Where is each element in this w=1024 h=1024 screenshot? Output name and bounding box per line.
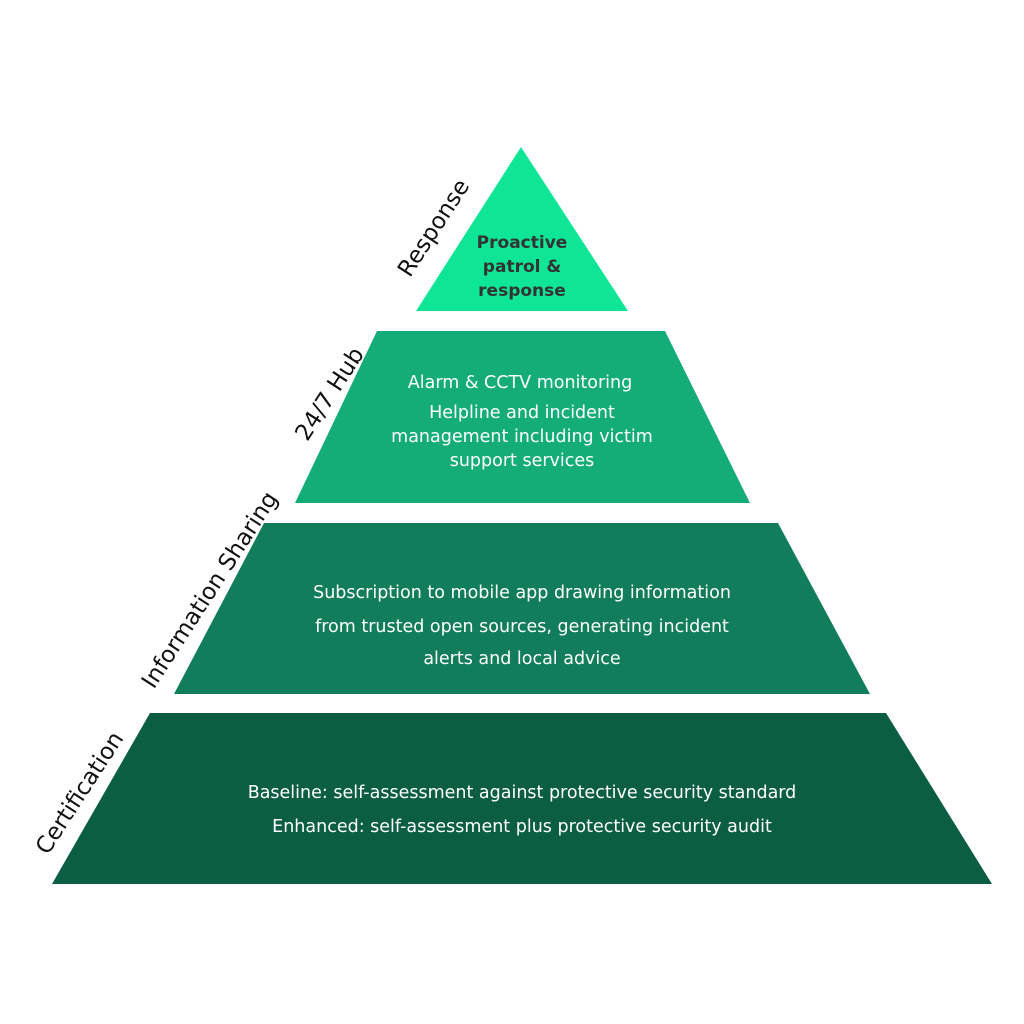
tier-hub-line: management including victim (391, 427, 653, 447)
tier-information-sharing-line: Subscription to mobile app drawing infor… (313, 583, 731, 603)
tier-information-sharing-line: alerts and local advice (423, 649, 620, 669)
tier-hub-shape (295, 331, 750, 503)
tier-response-line: patrol & (483, 257, 562, 277)
tier-response-line: Proactive (477, 233, 568, 253)
tier-response: Proactive patrol & response Response (393, 147, 628, 311)
tier-hub-line: support services (450, 451, 595, 471)
tier-certification: Baseline: self-assessment against protec… (31, 713, 992, 884)
tier-hub-line: Helpline and incident (429, 403, 615, 423)
tier-information-sharing-shape (174, 523, 870, 694)
tier-hub-line: Alarm & CCTV monitoring (408, 373, 632, 393)
tier-hub: Alarm & CCTV monitoring Helpline and inc… (291, 331, 750, 503)
tier-certification-line: Enhanced: self-assessment plus protectiv… (272, 817, 772, 837)
tier-response-shape (416, 147, 628, 311)
tier-information-sharing: Subscription to mobile app drawing infor… (137, 487, 870, 694)
tier-information-sharing-line: from trusted open sources, generating in… (315, 617, 729, 637)
tier-certification-line: Baseline: self-assessment against protec… (248, 783, 797, 803)
tier-certification-shape (52, 713, 992, 884)
tier-response-line: response (478, 281, 566, 301)
